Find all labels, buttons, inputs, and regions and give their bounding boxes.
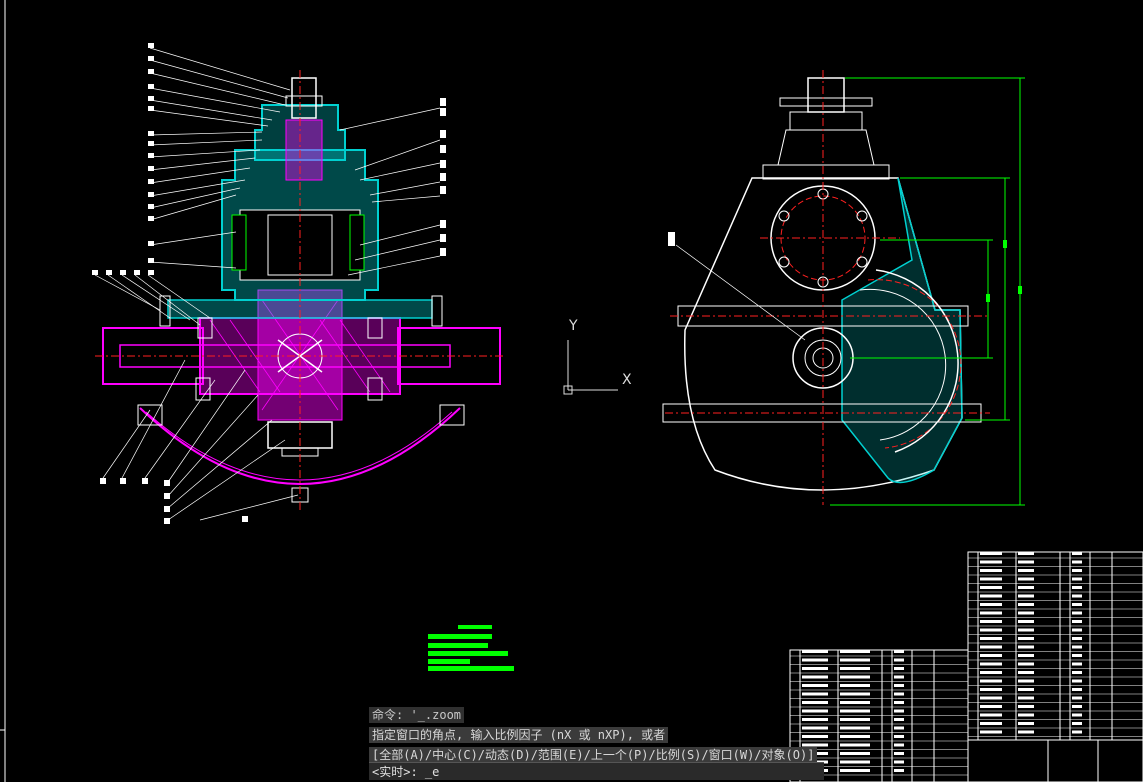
ucs-x-label: X bbox=[622, 372, 632, 388]
command-history-line-1: 命令: '_.zoom bbox=[369, 707, 465, 723]
drawing-frame bbox=[0, 0, 6, 782]
command-input-value[interactable]: _e bbox=[424, 765, 440, 779]
command-history-line-2: 指定窗口的角点, 输入比例因子 (nX 或 nXP), 或者 bbox=[369, 727, 669, 743]
command-history-line-3: [全部(A)/中心(C)/动态(D)/范围(E)/上一个(P)/比例(S)/窗口… bbox=[369, 747, 818, 763]
ucs-y-label: Y bbox=[569, 318, 578, 334]
technical-notes bbox=[428, 625, 514, 671]
side-view-right bbox=[662, 70, 1025, 506]
parts-list-rows bbox=[790, 552, 1143, 776]
ucs-icon bbox=[563, 340, 618, 395]
section-view-left bbox=[92, 43, 505, 524]
command-input[interactable]: <实时>: _e bbox=[369, 762, 824, 780]
command-prompt: <实时>: bbox=[372, 765, 425, 779]
